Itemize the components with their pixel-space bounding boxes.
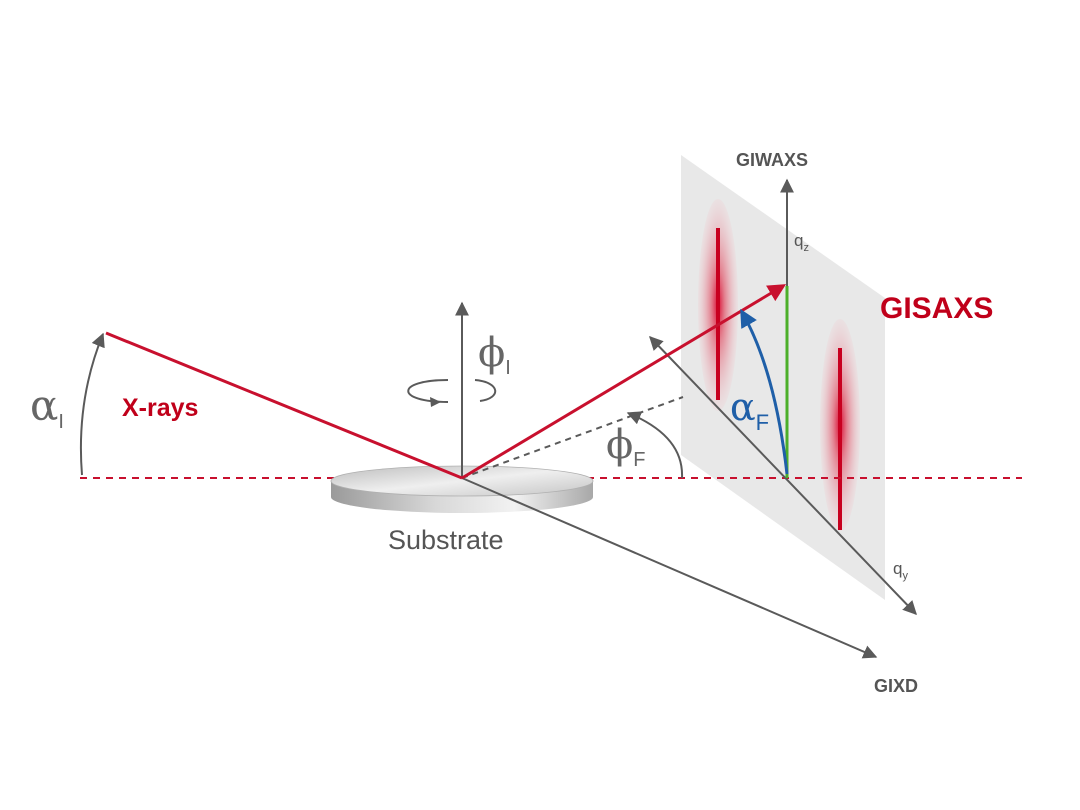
phi-i-label: ϕI xyxy=(478,330,511,379)
alpha-i-arc xyxy=(79,332,105,476)
alpha-f-label: αF xyxy=(730,385,769,435)
rotation-arrow-icon xyxy=(407,379,449,403)
alpha-i-label: αI xyxy=(30,381,64,433)
phi-f-label: ϕF xyxy=(606,422,645,471)
projection-dashed-line xyxy=(461,396,684,479)
xrays-label: X-rays xyxy=(122,394,198,422)
scattered-xray-beam xyxy=(461,284,787,480)
qz-label: qz xyxy=(794,231,809,254)
gisaxs-label: GISAXS xyxy=(880,292,993,325)
alpha-f-arc xyxy=(740,308,789,475)
giwaxs-label: GIWAXS xyxy=(736,150,808,170)
qy-axis xyxy=(649,335,917,616)
substrate-label: Substrate xyxy=(388,525,504,555)
qy-label: qy xyxy=(893,559,908,582)
incident-xray-beam xyxy=(105,331,463,480)
substrate-disk xyxy=(330,465,594,513)
gixd-label: GIXD xyxy=(874,676,918,696)
phi-f-arc xyxy=(626,411,684,479)
